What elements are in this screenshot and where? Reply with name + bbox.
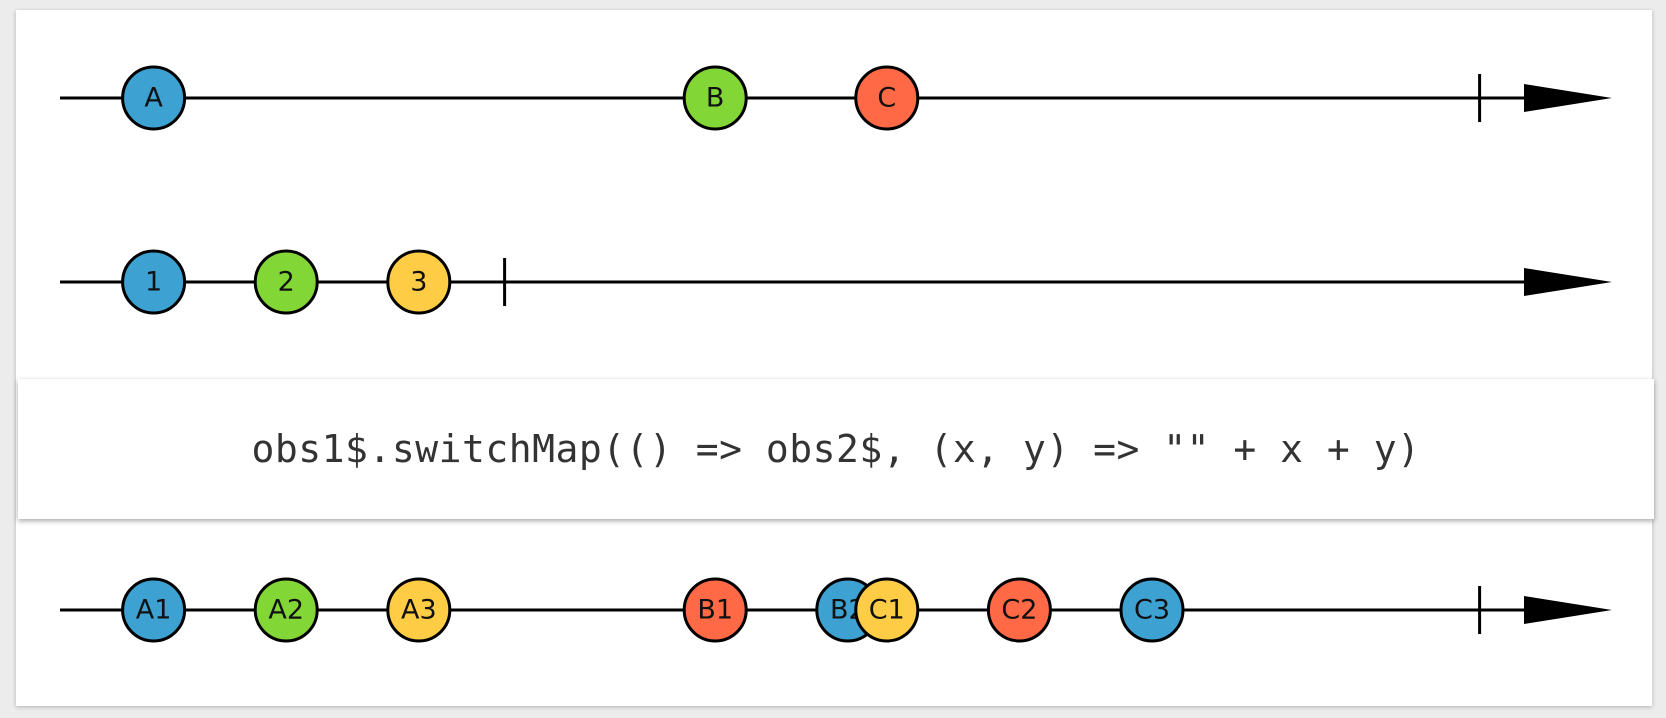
operator-box: obs1$.switchMap(() => obs2$, (x, y) => "… <box>18 379 1654 519</box>
marble-label: B1 <box>697 595 733 626</box>
marble-label: B <box>706 83 725 114</box>
marble-circle <box>386 577 452 643</box>
marble-1: 1 <box>121 249 187 315</box>
marble-label: C2 <box>1001 595 1037 626</box>
marble-A2: A2 <box>253 577 319 643</box>
timeline-arrow <box>1524 84 1612 112</box>
marble-2: 2 <box>253 249 319 315</box>
marble-label: A2 <box>268 595 304 626</box>
operator-expression: obs1$.switchMap(() => obs2$, (x, y) => "… <box>251 427 1421 471</box>
marble-label: C <box>877 83 896 114</box>
marble-label: 1 <box>145 267 162 298</box>
timeline-arrow <box>1524 596 1612 624</box>
marble-circle <box>682 65 748 131</box>
marble-label: A <box>144 83 163 114</box>
marble-label: A1 <box>136 595 172 626</box>
marble-circle <box>121 249 187 315</box>
marble-label: A3 <box>401 595 437 626</box>
marble-circle <box>253 249 319 315</box>
marble-3: 3 <box>386 249 452 315</box>
marble-C: C <box>854 65 920 131</box>
marble-circle <box>386 249 452 315</box>
marble-label: 2 <box>278 267 295 298</box>
marble-label: C1 <box>869 595 905 626</box>
marble-circle <box>986 577 1052 643</box>
marble-label: C3 <box>1134 595 1170 626</box>
marble-A: A <box>121 65 187 131</box>
marble-circle <box>854 577 920 643</box>
marble-A1: A1 <box>121 577 187 643</box>
timeline-source-obs2: 1 2 3 <box>60 249 1612 315</box>
marble-A3: A3 <box>386 577 452 643</box>
marble-C2: C2 <box>986 577 1052 643</box>
marble-label: 3 <box>410 267 427 298</box>
marble-C1: C1 <box>854 577 920 643</box>
marble-circle <box>253 577 319 643</box>
marble-C3: C3 <box>1119 577 1185 643</box>
timeline-source-obs1: A B C <box>60 65 1612 131</box>
marble-circle <box>1119 577 1185 643</box>
marble-circle <box>121 65 187 131</box>
marble-circle <box>682 577 748 643</box>
marble-B1: B1 <box>682 577 748 643</box>
marble-circle <box>121 577 187 643</box>
timeline-arrow <box>1524 268 1612 296</box>
marble-B: B <box>682 65 748 131</box>
marble-circle <box>854 65 920 131</box>
